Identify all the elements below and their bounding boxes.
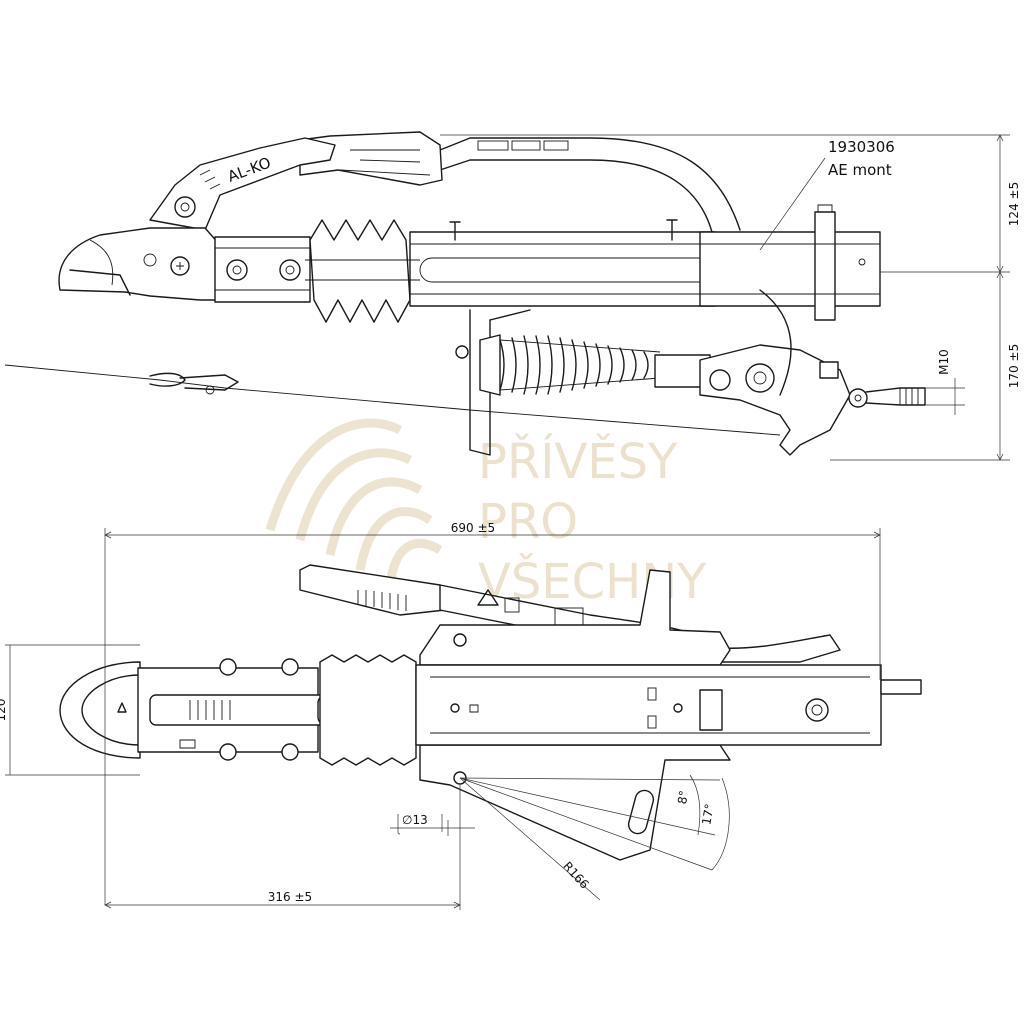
bellows-top — [319, 654, 417, 766]
brake-linkage — [4, 289, 926, 456]
drawbar-body-top — [59, 654, 922, 766]
damper-spring — [499, 335, 661, 395]
side-view: AL-KO — [4, 131, 1021, 461]
mounting-plate — [419, 569, 731, 861]
top-view: 690 ±5 316 ±5 120 ∅13 8° 17° R166 — [0, 521, 922, 910]
warning-triangle-icon — [477, 589, 499, 606]
dim-height-lower: 170 ±5 — [1007, 344, 1021, 388]
part-label: AE mont — [828, 161, 892, 179]
dim-angle-large: 17° — [699, 803, 716, 826]
drawbar-housing — [214, 204, 881, 323]
watermark-line1: PŘÍVĚSY — [478, 433, 678, 490]
watermark-line2: PRO — [478, 494, 578, 550]
lever-pivot-icon — [745, 363, 775, 393]
dim-radius: R166 — [560, 859, 591, 892]
mount-bolt-rear-icon — [279, 259, 301, 281]
brake-lever-plate — [699, 344, 851, 456]
dim-height-upper: 124 ±5 — [1007, 182, 1021, 226]
bellows — [309, 219, 411, 323]
dim-thread: M10 — [937, 349, 951, 375]
nut-icon — [805, 698, 829, 722]
side-dimensions: 124 ±5 170 ±5 M10 1930306 AE mont — [440, 134, 1021, 461]
handbrake-lever — [299, 131, 741, 233]
dim-ball-to-hole: 316 ±5 — [268, 890, 312, 904]
dim-width: 120 — [0, 699, 8, 722]
part-number: 1930306 — [828, 138, 895, 156]
top-dimensions: 690 ±5 316 ±5 120 ∅13 8° 17° R166 — [0, 521, 881, 910]
watermark-logo-icon — [265, 418, 443, 586]
dim-total-length: 690 ±5 — [451, 521, 495, 535]
dim-hole-dia: ∅13 — [402, 813, 428, 827]
mount-bolt-front-icon — [226, 259, 248, 281]
dim-angle-small: 8° — [675, 789, 691, 805]
coupling-bolt-icon — [174, 196, 196, 218]
coupling-head: AL-KO — [58, 137, 336, 301]
